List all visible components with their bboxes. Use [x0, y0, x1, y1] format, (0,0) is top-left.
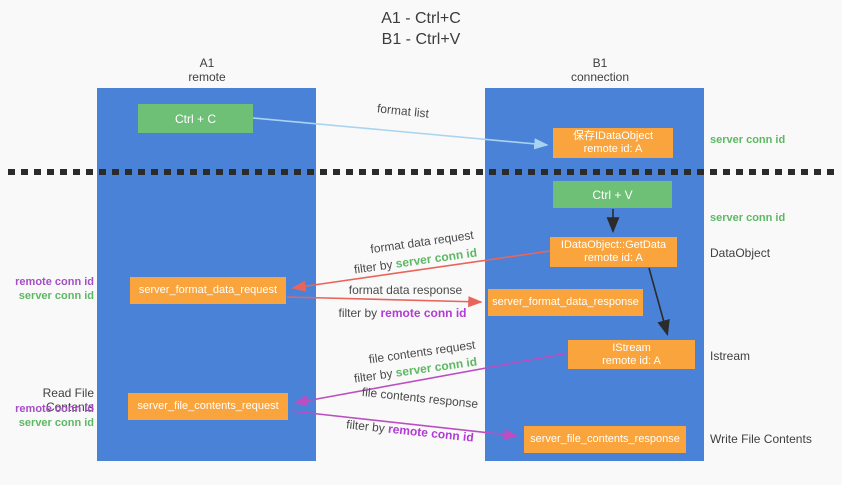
lifeline-header-a1: A1 remote: [147, 56, 267, 84]
filter-by-prefix: filter by: [338, 306, 381, 320]
server-file-contents-response-box: server_file_contents_response: [524, 426, 686, 453]
lifeline-a1-subtitle: remote: [188, 70, 226, 84]
file-contents-response-label: file contents response: [361, 384, 479, 412]
dotted-divider: [8, 169, 835, 175]
server-file-contents-response-label: server_file_contents_response: [530, 433, 680, 445]
write-file-contents-label: Write File Contents: [710, 432, 812, 446]
remote-conn-id-text: remote conn id: [380, 306, 467, 320]
format-data-response-label: format data response: [348, 283, 463, 297]
left-server-conn-id-1: server conn id: [18, 290, 94, 302]
save-dataobject-line1: 保存IDataObject: [572, 130, 654, 142]
filter-by-prefix: filter by: [353, 365, 397, 386]
arrow-format-data-response: [286, 296, 483, 308]
save-dataobject-line2: remote id: A: [583, 143, 643, 155]
title-line-1: A1 - Ctrl+C: [381, 10, 461, 27]
getdata-box: IDataObject::GetData remote id: A: [550, 237, 677, 267]
getdata-line1: IDataObject::GetData: [560, 239, 667, 251]
ctrl-v-label: Ctrl + V: [592, 187, 633, 202]
istream-side-label: Istream: [710, 349, 751, 363]
ctrl-v-box: Ctrl + V: [553, 181, 672, 208]
lifeline-b1-title: B1: [592, 56, 608, 70]
ctrl-c-box: Ctrl + C: [138, 104, 253, 133]
istream-box: IStream remote id: A: [568, 340, 695, 369]
filter-by-remote-conn-id-label-2: filter by remote conn id: [330, 416, 491, 447]
lifeline-a1-title: A1: [199, 56, 215, 70]
right-server-conn-id-1: server conn id: [710, 134, 786, 146]
remote-conn-id-text: remote conn id: [387, 421, 475, 445]
istream-line1: IStream: [612, 341, 651, 354]
filter-by-prefix: filter by: [353, 256, 397, 277]
getdata-line2: remote id: A: [584, 252, 643, 264]
left-remote-conn-id-1: remote conn id: [15, 276, 94, 288]
save-dataobject-box: 保存IDataObject remote id: A: [553, 128, 673, 158]
lifeline-b1-subtitle: connection: [570, 70, 630, 84]
filter-by-prefix: filter by: [345, 417, 389, 436]
server-format-data-request-label: server_format_data_request: [138, 284, 278, 296]
lifeline-header-b1: B1 connection: [540, 56, 660, 84]
server-format-data-response-box: server_format_data_response: [488, 289, 643, 316]
server-file-contents-request-box: server_file_contents_request: [128, 393, 288, 420]
server-format-data-response-label: server_format_data_response: [492, 296, 639, 308]
diagram-title: A1 - Ctrl+C B1 - Ctrl+V: [0, 8, 842, 50]
title-line-2: B1 - Ctrl+V: [381, 31, 461, 48]
dataobject-label: DataObject: [710, 246, 771, 260]
format-list-label: format list: [376, 101, 430, 121]
read-file-contents-label: Read File Contents: [42, 386, 94, 414]
left-remote-conn-id-2: remote conn id: [15, 403, 94, 415]
istream-line2: remote id: A: [602, 354, 661, 367]
filter-by-remote-conn-id-label-1: filter by remote conn id: [325, 306, 480, 320]
left-server-conn-id-2: server conn id: [18, 417, 94, 429]
ctrl-c-label: Ctrl + C: [174, 111, 216, 126]
server-file-contents-request-label: server_file_contents_request: [137, 400, 279, 412]
right-server-conn-id-2: server conn id: [710, 212, 786, 224]
server-format-data-request-box: server_format_data_request: [130, 277, 286, 304]
